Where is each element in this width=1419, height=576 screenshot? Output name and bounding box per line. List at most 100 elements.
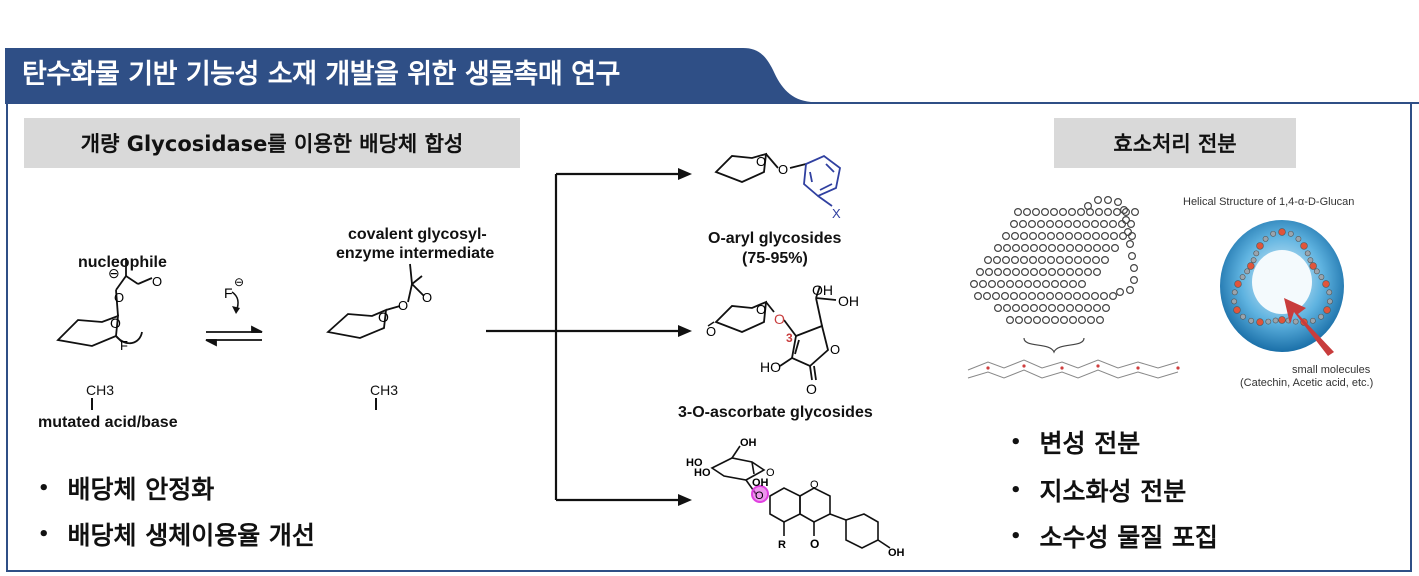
leaving-fluorine: F — [120, 338, 128, 353]
helix-atom — [1309, 317, 1316, 324]
helix-atom — [1233, 306, 1241, 314]
glucose-unit — [1010, 255, 1019, 264]
glucose-unit — [1091, 291, 1100, 300]
helix-atom — [1323, 306, 1331, 314]
glucose-unit — [1072, 220, 1081, 229]
glucose-unit — [1124, 227, 1133, 236]
aryl-glycoside-name: O-aryl glycosides — [708, 230, 842, 247]
glucose-unit — [1023, 315, 1032, 324]
helix-atom — [1309, 262, 1317, 270]
glucose-unit — [1029, 243, 1038, 252]
glucose-unit — [1001, 231, 1010, 240]
intermediate-line1: covalent glycosyl- — [348, 226, 487, 243]
glucose-unit — [1109, 220, 1118, 229]
left-bullet-1: •배당체 안정화 — [38, 475, 215, 504]
isoflavone-glycoside-structure: O OH HO HO OH O O O R OH — [686, 437, 905, 559]
ascorbate-glycoside-structure: O O O 3 OH OH O HO O — [706, 282, 859, 397]
glucose-unit — [1068, 279, 1077, 288]
glucose-unit — [1019, 255, 1028, 264]
glucose-unit — [1027, 291, 1036, 300]
svg-text:O: O — [755, 490, 764, 502]
mutated-acid-base-label: mutated acid/base — [38, 414, 178, 431]
minus-sign-left: ⊖ — [108, 265, 120, 281]
glucose-unit — [1116, 287, 1125, 296]
bullet-dot: • — [1010, 525, 1022, 547]
glucose-unit — [1093, 243, 1102, 252]
glucose-unit — [1065, 303, 1074, 312]
glucose-unit — [1093, 303, 1102, 312]
svg-text:O: O — [706, 324, 716, 339]
carbonyl-oxygen: O — [152, 274, 162, 289]
bullet-dot: • — [1010, 431, 1022, 453]
glucose-unit — [1059, 279, 1068, 288]
glucose-unit — [988, 279, 997, 288]
glucose-unit — [1037, 231, 1046, 240]
helix-atom — [1272, 317, 1279, 324]
svg-text:O: O — [422, 290, 432, 305]
glucose-unit — [1122, 208, 1131, 217]
helix-atom — [1295, 235, 1302, 242]
glucose-unit — [1083, 243, 1092, 252]
glucose-unit — [1046, 255, 1055, 264]
glucose-unit — [1063, 291, 1072, 300]
glucose-unit — [1028, 255, 1037, 264]
svg-text:O: O — [378, 309, 389, 325]
glucose-unit — [1081, 220, 1090, 229]
glucose-unit — [1038, 303, 1047, 312]
helix-atom — [1326, 289, 1333, 296]
mechanism-scheme: O O O ⊖ F F ⊖ O O O — [56, 258, 432, 353]
ch3-bond-left — [91, 398, 93, 410]
svg-text:HO: HO — [686, 457, 703, 469]
glucose-unit — [1083, 202, 1092, 211]
svg-text:OH: OH — [838, 293, 859, 309]
glucose-unit — [1102, 303, 1111, 312]
svg-text:OH: OH — [888, 547, 905, 559]
helix-atom — [1256, 318, 1264, 326]
starch-label: 효소처리 전분 — [1054, 118, 1296, 168]
helix-atom — [1234, 280, 1242, 288]
right-bullet-1: •변성 전분 — [1010, 429, 1141, 458]
glucose-unit — [1028, 231, 1037, 240]
glucose-unit — [1032, 279, 1041, 288]
glucose-unit — [1020, 243, 1029, 252]
glucose-unit — [1104, 208, 1113, 217]
glucose-unit — [1046, 231, 1055, 240]
glucose-unit — [1118, 220, 1127, 229]
glucose-unit — [1041, 279, 1050, 288]
helix-atom — [1326, 298, 1333, 305]
glucose-unit — [1059, 315, 1068, 324]
glucose-unit — [1092, 255, 1101, 264]
glucose-unit — [1005, 279, 1014, 288]
glucose-unit — [1113, 208, 1122, 217]
glucose-unit — [1045, 220, 1054, 229]
glucose-unit — [1023, 279, 1032, 288]
helix-atom — [1240, 313, 1246, 320]
helix-title: Helical Structure of 1,4-α-D-Glucan — [1183, 196, 1355, 208]
helix-atom — [1322, 280, 1330, 288]
glucose-unit — [1055, 231, 1064, 240]
glucose-unit — [1096, 315, 1105, 324]
glucose-unit — [1064, 231, 1073, 240]
glucose-unit — [1050, 279, 1059, 288]
helix-atom — [1318, 313, 1324, 320]
glucose-unit — [1092, 231, 1101, 240]
glucose-unit — [1100, 220, 1109, 229]
page-title: 탄수화물 기반 기능성 소재 개발을 위한 생물촉매 연구 — [22, 59, 620, 90]
glucose-unit — [1054, 291, 1063, 300]
glucose-unit — [1018, 220, 1027, 229]
ascorbate-glycoside-name: 3-O-ascorbate glycosides — [678, 404, 873, 421]
glucose-unit — [1128, 251, 1137, 260]
glucose-unit — [1101, 231, 1110, 240]
helix-atom — [1239, 274, 1246, 280]
glucose-unit — [1000, 291, 1009, 300]
svg-text:HO: HO — [760, 359, 781, 375]
glucose-unit — [976, 267, 985, 276]
svg-text:HO: HO — [694, 467, 711, 479]
ch3-label-right: CH3 — [370, 382, 399, 398]
aryl-glycoside-structure: O O X — [714, 152, 841, 221]
glucose-unit — [1040, 208, 1049, 217]
glucose-unit — [1056, 267, 1065, 276]
glucose-unit — [1065, 243, 1074, 252]
glucose-unit — [1013, 208, 1022, 217]
glucose-unit — [1081, 291, 1090, 300]
